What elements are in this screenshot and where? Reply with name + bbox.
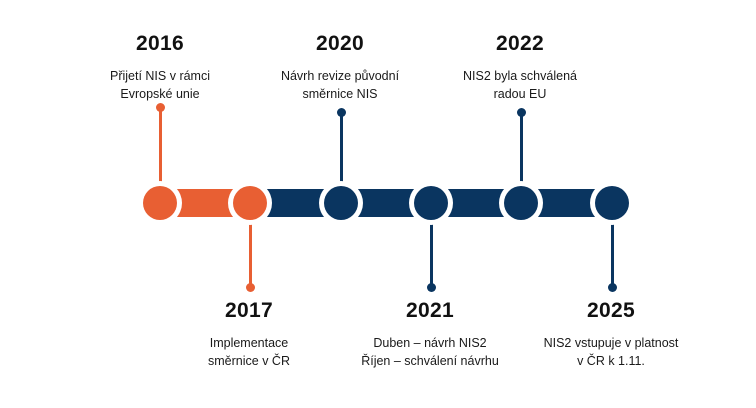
timeline-entry-2025: 2025 NIS2 vstupuje v platnost v ČR k 1.1…: [511, 300, 711, 370]
timeline-year-2025: 2025: [587, 299, 635, 322]
timeline-stem-cap-2021: [426, 283, 436, 292]
timeline-description-2025: NIS2 vstupuje v platnost v ČR k 1.11.: [543, 336, 679, 369]
timeline-entry-2017: 2017 Implementace směrnice v ČR: [149, 300, 349, 370]
timeline-node-2017[interactable]: [233, 186, 267, 220]
timeline-node-2025[interactable]: [595, 186, 629, 220]
timeline-year-2020: 2020: [316, 32, 364, 55]
timeline-stem-2022: [519, 112, 523, 191]
timeline-description-2020: Návrh revize původní směrnice NIS: [280, 69, 400, 102]
timeline-stem-cap-2020: [336, 108, 346, 117]
timeline-stem-cap-2025: [607, 283, 617, 292]
timeline-entry-2020: 2020 Návrh revize původní směrnice NIS: [240, 33, 440, 103]
timeline-stem-cap-2016: [155, 103, 165, 112]
timeline-entry-2016: 2016 Přijetí NIS v rámci Evropské unie: [60, 33, 260, 103]
timeline-stem-2020: [339, 112, 343, 191]
timeline-entry-2022: 2022 NIS2 byla schválená radou EU: [420, 33, 620, 103]
timeline-node-2022[interactable]: [504, 186, 538, 220]
timeline-description-2016: Přijetí NIS v rámci Evropské unie: [109, 69, 210, 102]
timeline-stem-2025: [610, 215, 614, 287]
timeline-year-2016: 2016: [136, 32, 184, 55]
timeline-stem-cap-2022: [516, 108, 526, 117]
timeline-year-2021: 2021: [406, 299, 454, 322]
timeline-description-2022: NIS2 byla schválená radou EU: [463, 69, 577, 102]
timeline-description-2021: Duben – návrh NIS2 Říjen – schválení náv…: [361, 336, 499, 369]
timeline-description-2017: Implementace směrnice v ČR: [208, 336, 290, 369]
timeline-node-2020[interactable]: [324, 186, 358, 220]
timeline-year-2022: 2022: [496, 32, 544, 55]
timeline-stem-2016: [158, 107, 162, 191]
timeline-year-2017: 2017: [225, 299, 273, 322]
timeline-entry-2021: 2021 Duben – návrh NIS2 Říjen – schválen…: [330, 300, 530, 370]
timeline-node-2016[interactable]: [143, 186, 177, 220]
timeline-stem-2017: [248, 215, 252, 287]
timeline-node-2021[interactable]: [414, 186, 448, 220]
timeline-stem-cap-2017: [245, 283, 255, 292]
timeline-stem-2021: [429, 215, 433, 287]
